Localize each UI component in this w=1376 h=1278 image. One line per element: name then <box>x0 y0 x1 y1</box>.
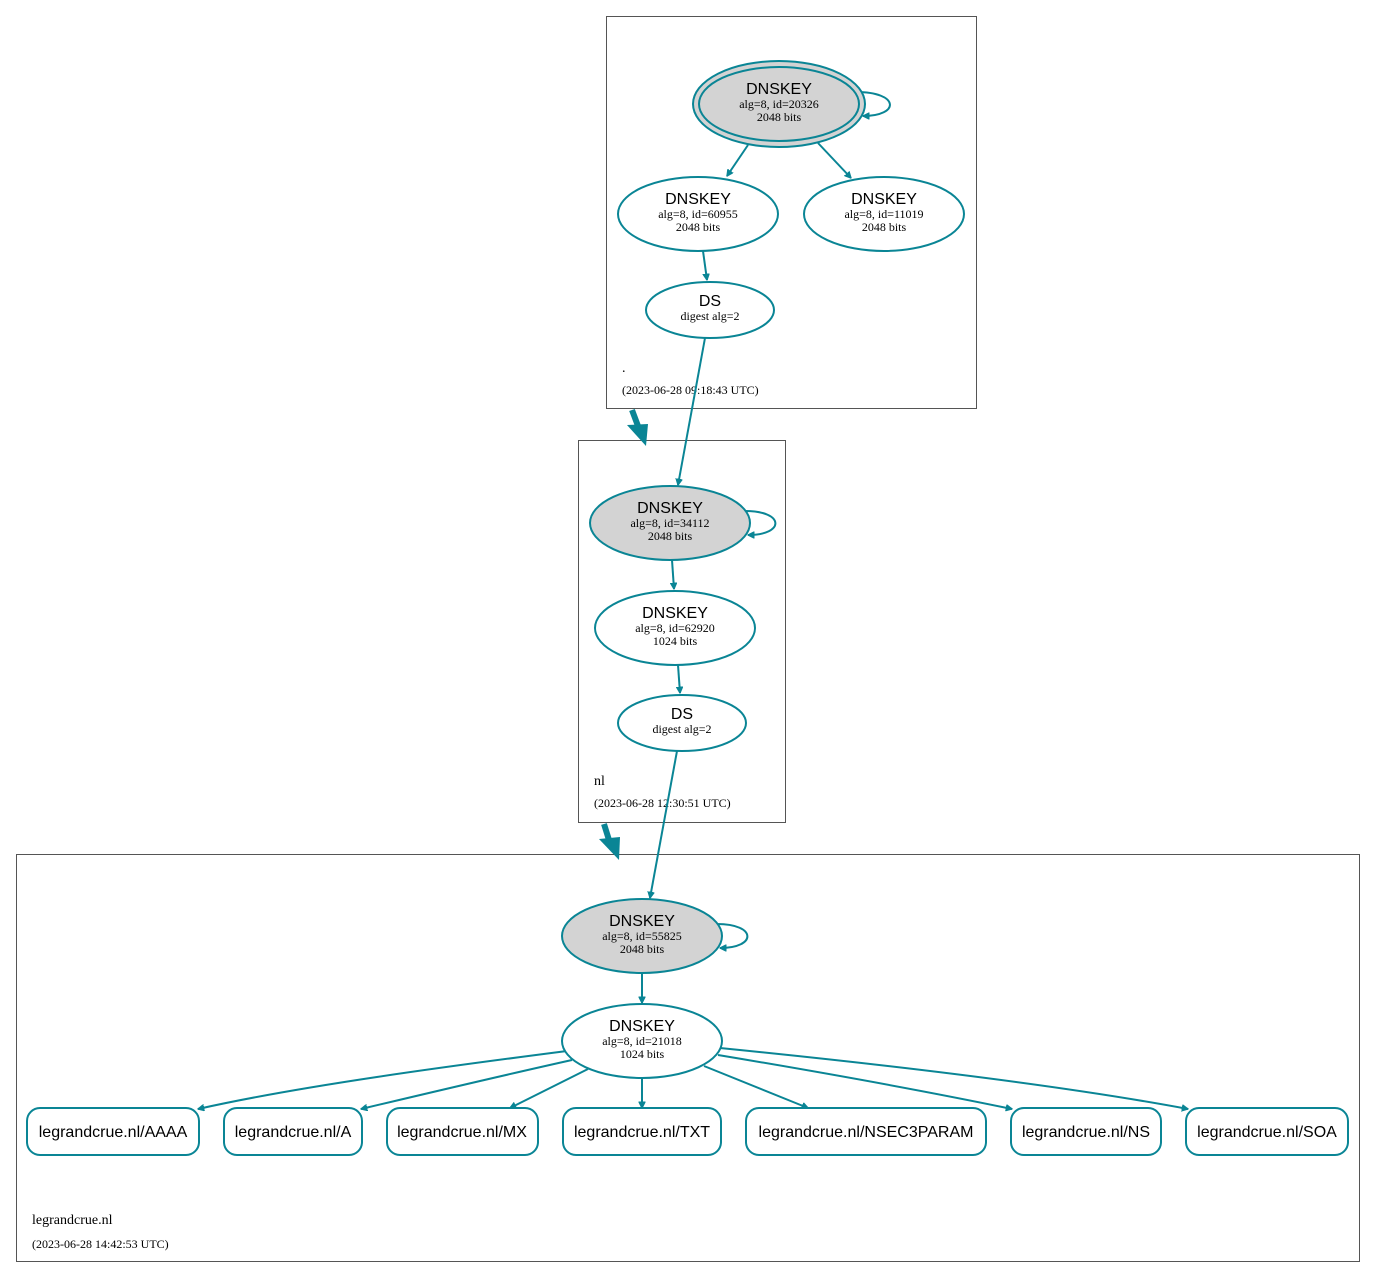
node-nl-ksk[interactable]: DNSKEY alg=8, id=34112 2048 bits <box>589 485 751 561</box>
node-root-zsk2-line2: 2048 bits <box>862 220 907 234</box>
rrset-nsec3param-label: legrandcrue.nl/NSEC3PARAM <box>759 1124 974 1141</box>
node-nl-zsk-line1: alg=8, id=62920 <box>635 621 715 635</box>
edge-nl-zsk-to-ds <box>678 664 680 693</box>
rrset-soa-label: legrandcrue.nl/SOA <box>1197 1124 1337 1141</box>
node-nl-ds[interactable]: DS digest alg=2 <box>617 694 747 752</box>
rrset-aaaa-label: legrandcrue.nl/AAAA <box>39 1124 188 1141</box>
edges <box>198 91 1188 1109</box>
node-root-zsk1-title: DNSKEY <box>665 191 731 208</box>
zone-nl-name: nl <box>594 774 605 789</box>
node-nl-ksk-line2: 2048 bits <box>648 529 693 543</box>
rrset-ns[interactable]: legrandcrue.nl/NS <box>1010 1107 1162 1156</box>
node-nl-zsk[interactable]: DNSKEY alg=8, id=62920 1024 bits <box>594 590 756 666</box>
edge-lg-zsk-to-aaaa <box>198 1050 568 1109</box>
zone-root-name: . <box>622 361 626 376</box>
edge-nl-ksk-to-zsk <box>672 559 674 589</box>
node-root-zsk1[interactable]: DNSKEY alg=8, id=60955 2048 bits <box>617 176 779 252</box>
zone-root: . (2023-06-28 09:18:43 UTC) <box>606 16 977 409</box>
node-lg-ksk[interactable]: DNSKEY alg=8, id=55825 2048 bits <box>561 898 723 974</box>
node-root-zsk2-line1: alg=8, id=11019 <box>844 207 923 221</box>
edge-root-ksk-to-zsk2 <box>817 142 851 178</box>
zone-nl: nl (2023-06-28 12:30:51 UTC) <box>578 440 786 823</box>
node-root-ksk-line2: 2048 bits <box>757 110 802 124</box>
edge-root-ksk-self <box>855 91 891 116</box>
node-lg-ksk-line1: alg=8, id=55825 <box>602 929 682 943</box>
node-nl-zsk-title: DNSKEY <box>642 605 708 622</box>
rrset-ns-label: legrandcrue.nl/NS <box>1022 1124 1150 1141</box>
node-lg-zsk-line1: alg=8, id=21018 <box>602 1034 682 1048</box>
node-lg-zsk-title: DNSKEY <box>609 1018 675 1035</box>
node-root-ksk-title: DNSKEY <box>746 81 812 98</box>
edge-lg-zsk-to-ns <box>717 1054 1012 1109</box>
node-root-zsk2-title: DNSKEY <box>851 191 917 208</box>
rrset-nsec3param[interactable]: legrandcrue.nl/NSEC3PARAM <box>745 1107 987 1156</box>
node-lg-zsk[interactable]: DNSKEY alg=8, id=21018 1024 bits <box>561 1003 723 1079</box>
node-lg-zsk-line2: 1024 bits <box>620 1047 665 1061</box>
edge-lg-zsk-to-soa <box>719 1047 1188 1109</box>
zone-root-timestamp: (2023-06-28 09:18:43 UTC) <box>622 383 759 397</box>
zone-legrandcrue-box <box>16 854 1360 1262</box>
zone-nl-box <box>578 440 786 823</box>
node-root-zsk1-line2: 2048 bits <box>676 220 721 234</box>
node-root-zsk2[interactable]: DNSKEY alg=8, id=11019 2048 bits <box>803 176 965 252</box>
node-root-ds[interactable]: DS digest alg=2 <box>645 281 775 339</box>
rrset-a-label: legrandcrue.nl/A <box>235 1124 352 1141</box>
rrset-mx-label: legrandcrue.nl/MX <box>397 1124 527 1141</box>
zone-legrandcrue: legrandcrue.nl (2023-06-28 14:42:53 UTC) <box>16 854 1360 1262</box>
delegation-root-to-nl <box>627 408 648 446</box>
rrset-mx[interactable]: legrandcrue.nl/MX <box>386 1107 539 1156</box>
zone-legrandcrue-timestamp: (2023-06-28 14:42:53 UTC) <box>32 1237 169 1251</box>
edge-root-ksk-to-zsk1 <box>727 144 749 176</box>
delegation-nl-to-legrandcrue <box>599 823 620 860</box>
node-nl-ksk-line1: alg=8, id=34112 <box>630 516 709 530</box>
edge-nl-ds-to-lg-ksk <box>650 750 678 898</box>
node-nl-ds-line1: digest alg=2 <box>652 722 711 736</box>
zone-root-box <box>606 16 977 409</box>
node-nl-ds-title: DS <box>671 706 693 723</box>
rrset-soa[interactable]: legrandcrue.nl/SOA <box>1185 1107 1349 1156</box>
node-lg-ksk-title: DNSKEY <box>609 913 675 930</box>
rrset-txt[interactable]: legrandcrue.nl/TXT <box>562 1107 722 1156</box>
edge-root-ds-to-nl-ksk <box>678 337 706 485</box>
edge-lg-zsk-to-nsec3param <box>703 1065 808 1108</box>
node-root-ds-line1: digest alg=2 <box>680 309 739 323</box>
edge-lg-ksk-self <box>716 923 749 948</box>
node-root-zsk1-line1: alg=8, id=60955 <box>658 207 738 221</box>
zone-nl-timestamp: (2023-06-28 12:30:51 UTC) <box>594 796 731 810</box>
node-root-ksk-line1: alg=8, id=20326 <box>739 97 819 111</box>
rrset-aaaa[interactable]: legrandcrue.nl/AAAA <box>26 1107 200 1156</box>
rrset-a[interactable]: legrandcrue.nl/A <box>223 1107 363 1156</box>
rrset-txt-label: legrandcrue.nl/TXT <box>574 1124 710 1141</box>
node-nl-ksk-title: DNSKEY <box>637 500 703 517</box>
edge-lg-zsk-to-mx <box>510 1068 589 1109</box>
node-nl-zsk-line2: 1024 bits <box>653 634 698 648</box>
node-lg-ksk-line2: 2048 bits <box>620 942 665 956</box>
edge-root-zsk1-to-ds <box>702 250 707 280</box>
node-root-ds-title: DS <box>699 293 721 310</box>
zone-legrandcrue-name: legrandcrue.nl <box>32 1213 113 1228</box>
edge-lg-zsk-to-a <box>361 1059 573 1109</box>
edge-nl-ksk-self <box>744 510 777 535</box>
node-root-ksk[interactable]: DNSKEY alg=8, id=20326 2048 bits <box>692 60 866 148</box>
